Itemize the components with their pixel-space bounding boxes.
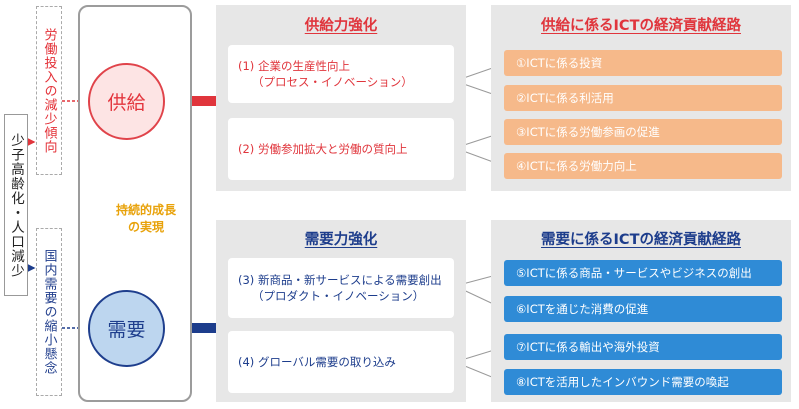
demand-item-1-line1: (3) 新商品・新サービスによる需要創出 <box>238 273 442 287</box>
supply-trend-text: 労働投入の減少傾向 <box>41 27 57 154</box>
supply-channel-3-label: ③ICTに係る労働参画の促進 <box>516 125 660 139</box>
supply-item-2-line1: (2) 労働参加拡大と労働の質向上 <box>238 142 408 156</box>
supply-channel-1-label: ①ICTに係る投資 <box>516 56 603 70</box>
demand-paths-section: 需要に係るICTの経済貢献経路 ⑤ICTに係る商品・サービスやビジネスの創出 ⑥… <box>491 220 791 402</box>
supply-section-title: 供給力強化 <box>304 18 378 34</box>
demand-channel-2: ⑥ICTを通じた消費の促進 <box>504 296 782 322</box>
demand-paths-title: 需要に係るICTの経済貢献経路 <box>541 232 741 248</box>
supply-channel-4: ④ICTに係る労働力向上 <box>504 153 782 179</box>
demand-channel-1-label: ⑤ICTに係る商品・サービスやビジネスの創出 <box>516 266 752 280</box>
supply-channel-4-label: ④ICTに係る労働力向上 <box>516 159 637 173</box>
demand-item-2-line1: (4) グローバル需要の取り込み <box>238 355 396 369</box>
supply-paths-title: 供給に係るICTの経済貢献経路 <box>541 18 741 34</box>
growth-label-line2: の実現 <box>127 220 164 234</box>
demand-channel-2-label: ⑥ICTを通じた消費の促進 <box>516 302 649 316</box>
demand-section: 需要力強化 (3) 新商品・新サービスによる需要創出 （プロダクト・イノベーショ… <box>216 220 466 402</box>
supply-item-1-line1: (1) 企業の生産性向上 <box>238 59 350 73</box>
demand-channel-3-label: ⑦ICTに係る輸出や海外投資 <box>516 340 660 354</box>
supply-channel-3: ③ICTに係る労働参画の促進 <box>504 119 782 145</box>
demand-item-1-line2: （プロダクト・イノベーション） <box>252 289 425 303</box>
demand-circle-label: 需要 <box>107 319 146 341</box>
demand-trend-text: 国内需要の縮小懸念 <box>41 249 57 375</box>
demand-section-title: 需要力強化 <box>304 232 378 248</box>
demand-channel-3: ⑦ICTに係る輸出や海外投資 <box>504 334 782 360</box>
demand-item-1: (3) 新商品・新サービスによる需要創出 （プロダクト・イノベーション） <box>228 258 454 318</box>
supply-item-1: (1) 企業の生産性向上 （プロセス・イノベーション） <box>228 45 454 103</box>
demographic-label-text: 少子高齢化・人口減少 <box>8 132 24 278</box>
supply-paths-section: 供給に係るICTの経済貢献経路 ①ICTに係る投資 ②ICTに係る利活用 ③IC… <box>491 5 791 191</box>
demand-item-2: (4) グローバル需要の取り込み <box>228 331 454 393</box>
supply-item-1-line2: （プロセス・イノベーション） <box>252 75 413 89</box>
demand-arrow-shaft <box>186 323 216 333</box>
supply-circle: 供給 <box>88 63 165 140</box>
demographic-label: 少子高齢化・人口減少 <box>4 114 28 296</box>
demand-trend-box: 国内需要の縮小懸念 <box>36 228 62 396</box>
growth-label: 持続的成長 の実現 <box>96 202 196 236</box>
demand-channel-4-label: ⑧ICTを活用したインバウンド需要の喚起 <box>516 375 729 389</box>
supply-channel-2: ②ICTに係る利活用 <box>504 85 782 111</box>
demand-channel-1: ⑤ICTに係る商品・サービスやビジネスの創出 <box>504 260 782 286</box>
supply-item-2: (2) 労働参加拡大と労働の質向上 <box>228 118 454 180</box>
growth-label-line1: 持続的成長 <box>115 203 176 217</box>
supply-channel-1: ①ICTに係る投資 <box>504 50 782 76</box>
supply-channel-2-label: ②ICTに係る利活用 <box>516 91 614 105</box>
supply-arrow-shaft <box>186 96 216 106</box>
demand-channel-4: ⑧ICTを活用したインバウンド需要の喚起 <box>504 369 782 395</box>
demand-circle: 需要 <box>88 290 165 367</box>
supply-section: 供給力強化 (1) 企業の生産性向上 （プロセス・イノベーション） (2) 労働… <box>216 5 466 191</box>
supply-circle-label: 供給 <box>107 92 146 114</box>
supply-trend-box: 労働投入の減少傾向 <box>36 6 62 175</box>
